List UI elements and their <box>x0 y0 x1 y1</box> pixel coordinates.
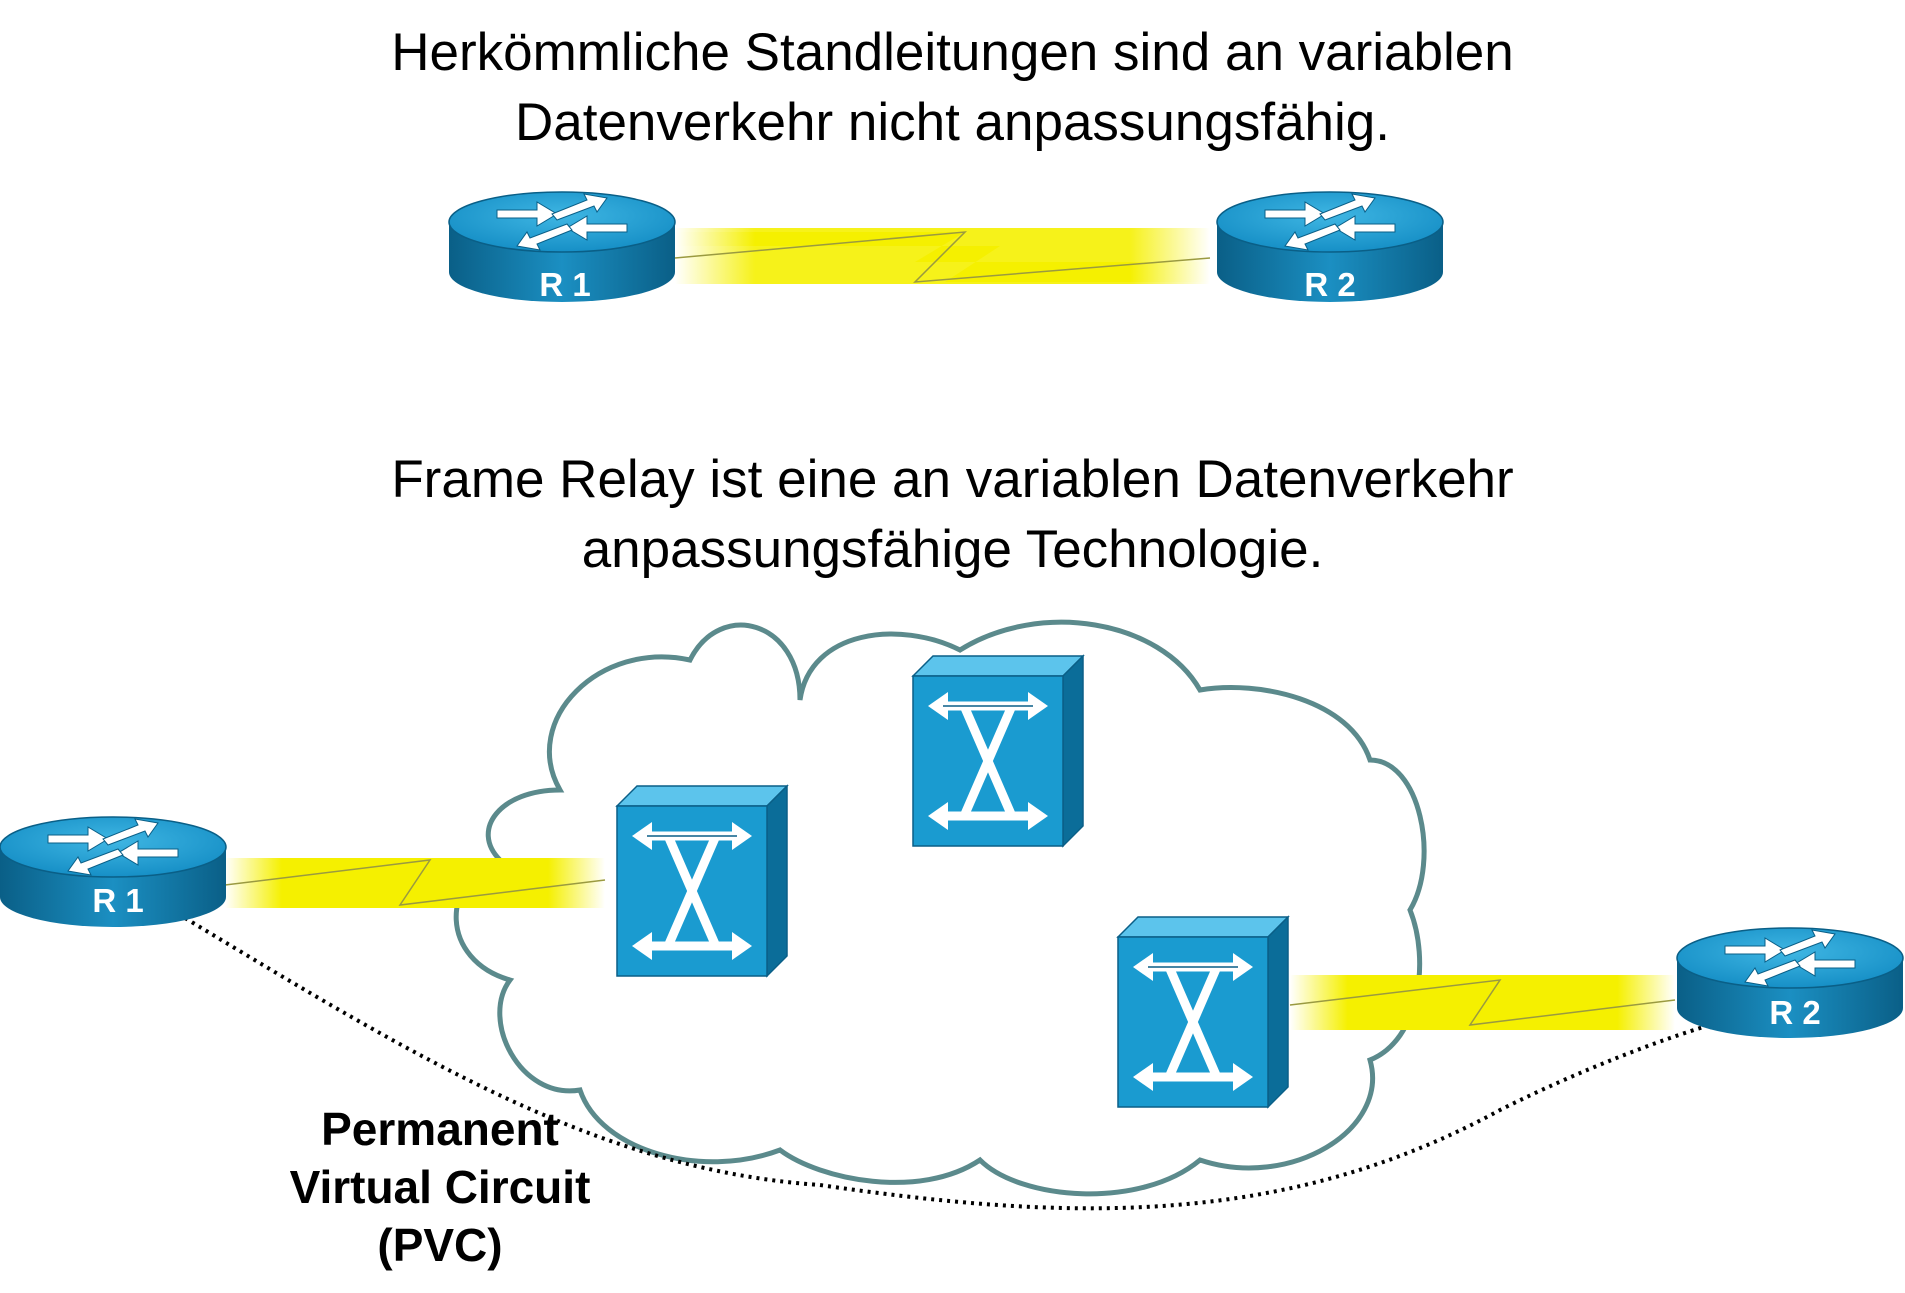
pvc-label-line1: Permanent <box>321 1103 559 1155</box>
top-leased-line <box>674 228 1211 284</box>
bottom-heading-line1: Frame Relay ist eine an variablen Datenv… <box>391 450 1514 509</box>
bottom-r1-label: R 1 <box>92 882 143 919</box>
top-heading-line1: Herkömmliche Standleitungen sind an vari… <box>391 23 1514 82</box>
frame-relay-switch-icon <box>1118 917 1288 1107</box>
bottom-r2-label: R 2 <box>1769 994 1820 1031</box>
pvc-label-line2: Virtual Circuit <box>289 1161 591 1213</box>
top-heading-line2: Datenverkehr nicht anpassungsfähig. <box>514 93 1391 152</box>
switch-right <box>1118 917 1288 1107</box>
bottom-heading: Frame Relay ist eine an variablen Datenv… <box>0 445 1905 585</box>
frame-relay-switch-icon <box>617 786 787 976</box>
switch-top <box>913 656 1083 846</box>
pvc-label: Permanent Virtual Circuit (PVC) <box>250 1100 630 1274</box>
top-r2-label: R 2 <box>1304 266 1355 303</box>
pvc-label-line3: (PVC) <box>377 1219 503 1271</box>
bottom-link-r1 <box>224 858 606 908</box>
switch-left <box>617 786 787 976</box>
top-heading: Herkömmliche Standleitungen sind an vari… <box>0 18 1905 158</box>
frame-relay-switch-icon <box>913 656 1083 846</box>
bottom-heading-line2: anpassungsfähige Technologie. <box>581 520 1324 579</box>
bottom-link-r2 <box>1289 975 1676 1030</box>
top-r1-label: R 1 <box>539 266 590 303</box>
pvc-path <box>183 916 1711 1211</box>
